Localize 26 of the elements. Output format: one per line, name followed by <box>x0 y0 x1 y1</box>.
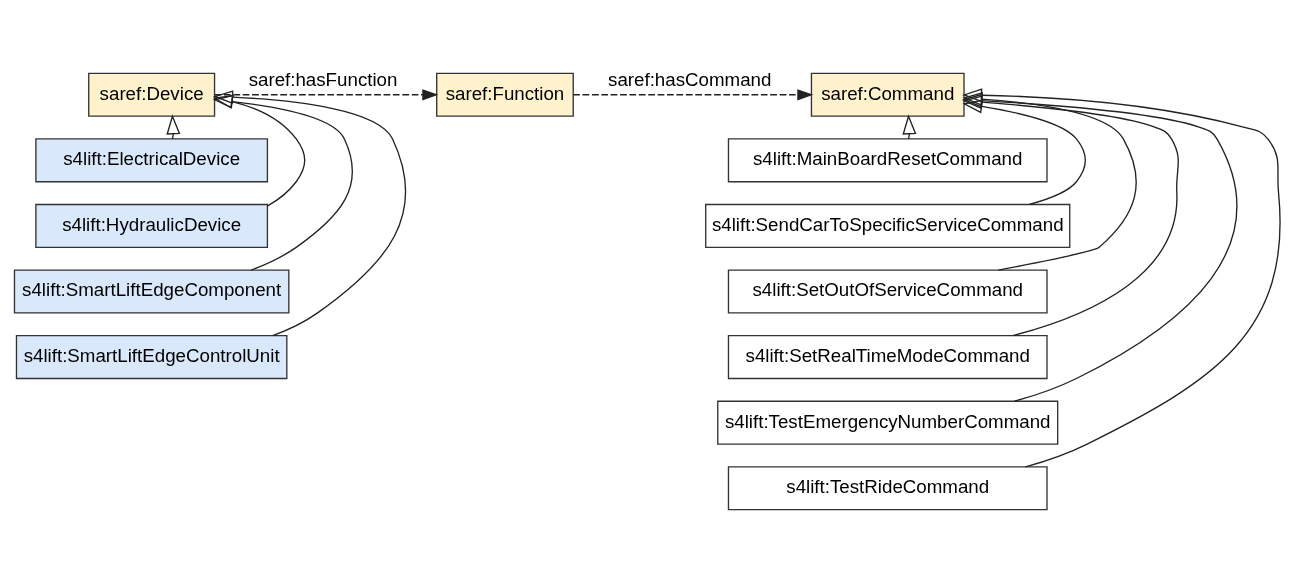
arrow <box>214 89 439 101</box>
node-box: s4lift:SmartLiftEdgeComponent <box>13 269 290 314</box>
edge-label: saref:hasCommand <box>608 68 772 90</box>
node-box: s4lift:SendCarToSpecificServiceCommand <box>705 203 1071 248</box>
node-box: s4lift:ElectricalDevice <box>35 138 269 183</box>
node-box: s4lift:SmartLiftEdgeControlUnit <box>15 335 288 380</box>
arrow <box>962 88 1281 468</box>
arrow <box>212 94 306 207</box>
node-box: s4lift:TestRideCommand <box>727 466 1048 511</box>
node-box: s4lift:HydraulicDevice <box>35 203 269 248</box>
node-box: saref:Device <box>88 72 216 117</box>
arrow <box>572 89 814 101</box>
arrow <box>962 93 1238 402</box>
edge-label: saref:hasFunction <box>248 68 398 90</box>
arrow <box>962 92 1137 271</box>
node-box: s4lift:TestEmergencyNumberCommand <box>717 400 1059 445</box>
node-box: s4lift:SetRealTimeModeCommand <box>727 335 1048 380</box>
arrow <box>962 95 1179 337</box>
node-box: saref:Command <box>810 72 965 117</box>
node-box: saref:Function <box>436 72 574 117</box>
node-box: s4lift:MainBoardResetCommand <box>727 138 1048 183</box>
arrow <box>902 114 917 140</box>
node-box: s4lift:SetOutOfServiceCommand <box>727 269 1048 314</box>
arrow <box>213 90 407 337</box>
arrow <box>166 114 181 140</box>
arrow <box>962 99 1086 206</box>
